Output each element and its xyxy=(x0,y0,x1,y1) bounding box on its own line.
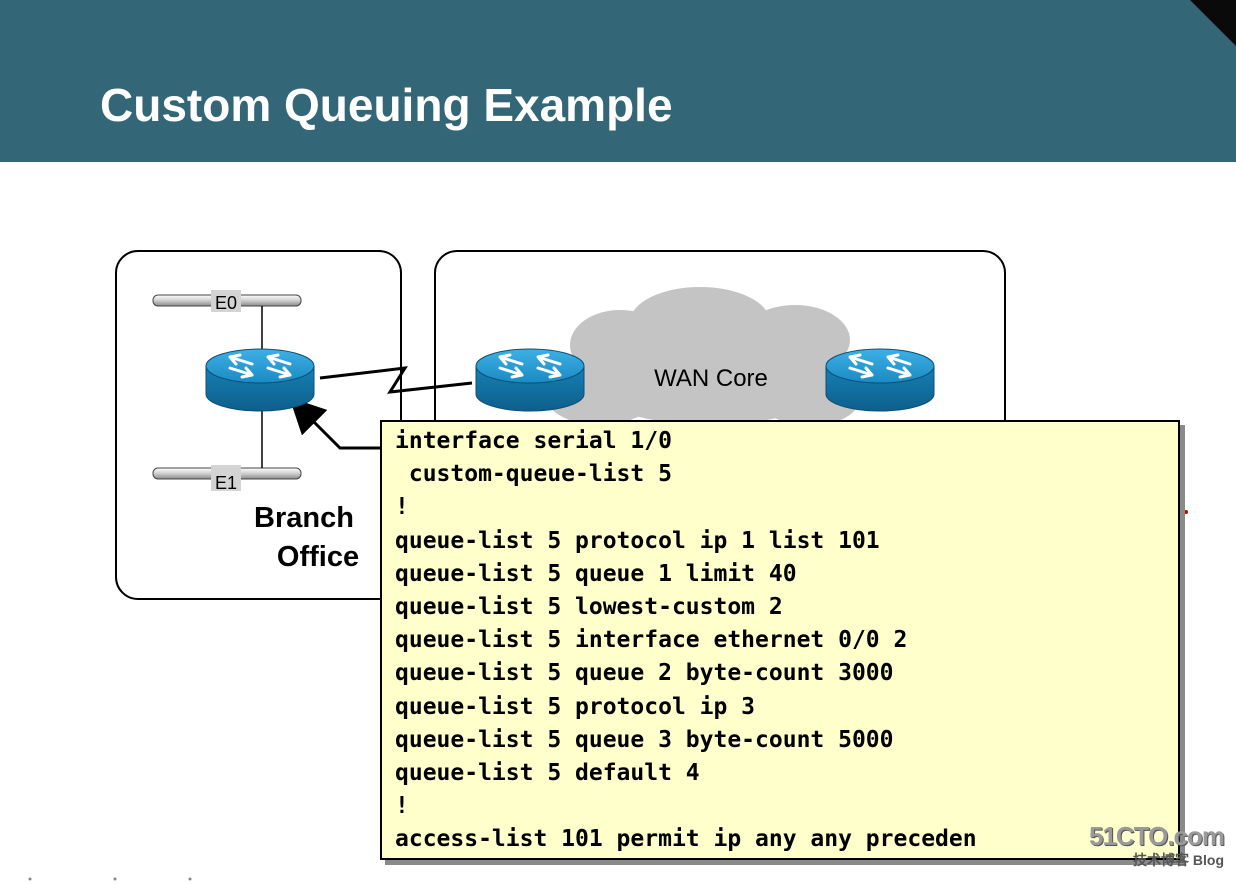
watermark: 51CTO.com 技术博客 Blog xyxy=(1088,821,1225,870)
config-line: access-list 101 permit ip any any preced… xyxy=(395,826,977,853)
config-line: ! xyxy=(395,793,409,820)
watermark-sub: 技术博客 Blog xyxy=(1133,852,1224,868)
wan-router-left-icon xyxy=(475,348,585,412)
config-line: queue-list 5 queue 3 byte-count 5000 xyxy=(395,726,894,753)
config-line: queue-list 5 protocol ip 1 list 101 xyxy=(395,527,880,554)
config-line: interface serial 1/0 xyxy=(395,428,672,454)
corner-triangle xyxy=(1190,0,1236,46)
segment-label-e1: E1 xyxy=(215,473,237,493)
segment-label-e0: E0 xyxy=(215,293,237,313)
red-marker-dot xyxy=(1184,510,1188,514)
branch-label-line1: Branch xyxy=(254,502,354,534)
wan-cloud xyxy=(545,287,860,426)
ethernet-segment-e1: E1 xyxy=(152,465,302,493)
config-line: queue-list 5 protocol ip 3 xyxy=(395,693,756,720)
config-line: queue-list 5 default 4 xyxy=(395,760,700,786)
branch-router-icon xyxy=(205,348,315,412)
slide-header xyxy=(0,0,1236,162)
config-line: ! xyxy=(395,494,409,521)
serial-link xyxy=(319,366,473,394)
branch-label-line2: Office xyxy=(277,541,359,573)
watermark-brand: 51CTO.com xyxy=(1088,821,1225,851)
config-line: queue-list 5 queue 2 byte-count 3000 xyxy=(395,660,894,687)
ethernet-segment-e0: E0 xyxy=(152,290,302,313)
config-line: custom-queue-list 5 xyxy=(395,461,672,488)
config-line: queue-list 5 interface ethernet 0/0 2 xyxy=(395,627,908,654)
pointer-arrow xyxy=(289,397,384,450)
config-line: queue-list 5 lowest-custom 2 xyxy=(395,594,783,620)
bottom-artifact xyxy=(28,877,192,881)
cloud-label: WAN Core xyxy=(654,365,768,392)
slide-title: Custom Queuing Example xyxy=(100,79,673,131)
wan-router-right-icon xyxy=(825,348,935,412)
config-line: queue-list 5 queue 1 limit 40 xyxy=(395,560,797,587)
config-code-box: interface serial 1/0 custom-queue-list 5… xyxy=(380,420,1180,860)
